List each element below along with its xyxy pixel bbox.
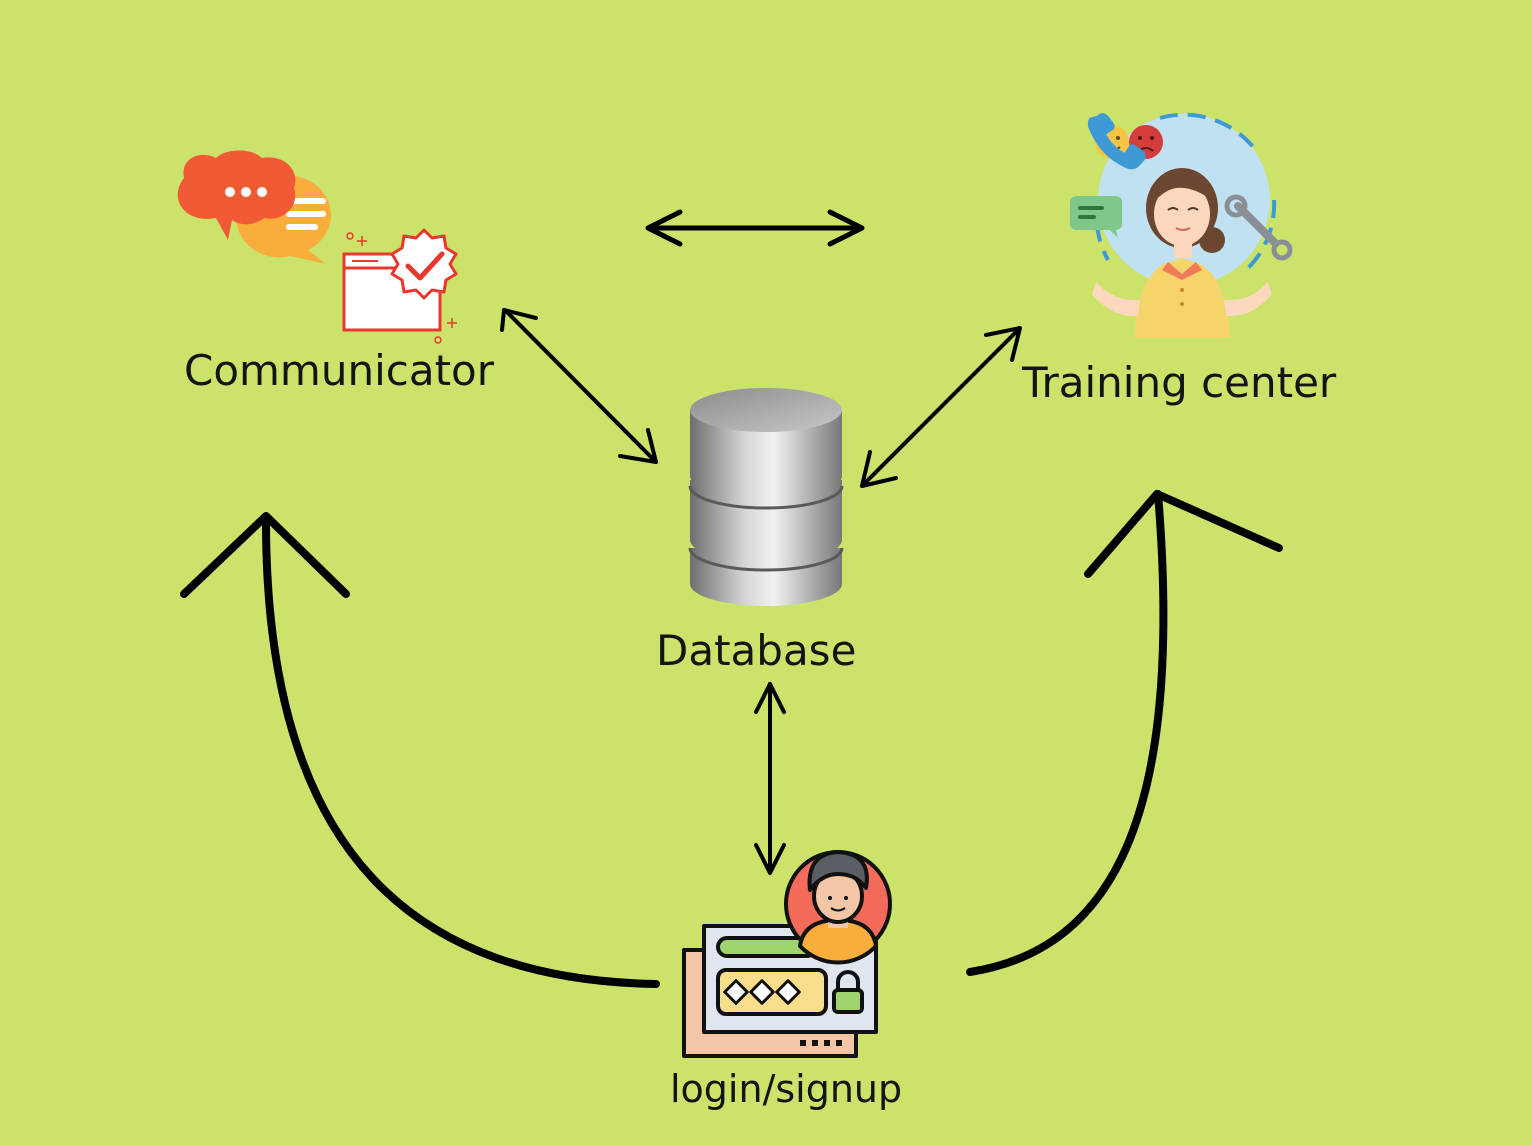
login-signup-label: login/signup: [670, 1067, 903, 1111]
training-center-label: Training center: [1022, 358, 1337, 407]
edge-communicator-database: [500, 308, 658, 464]
communicator-label: Communicator: [184, 346, 495, 395]
edge-training-database: [860, 326, 1022, 488]
chat-bubbles-and-approved-document-icon: [177, 150, 458, 344]
database-cylinder-icon: [688, 388, 844, 606]
edge-communicator-training: [645, 209, 865, 247]
edge-database-login: [754, 682, 786, 875]
edge-login-training: [966, 490, 1283, 976]
edge-login-communicator: [180, 512, 660, 988]
support-agent-icon: [1070, 112, 1293, 338]
login-form-with-user-avatar-icon: [682, 850, 892, 1058]
database-label: Database: [656, 626, 857, 675]
